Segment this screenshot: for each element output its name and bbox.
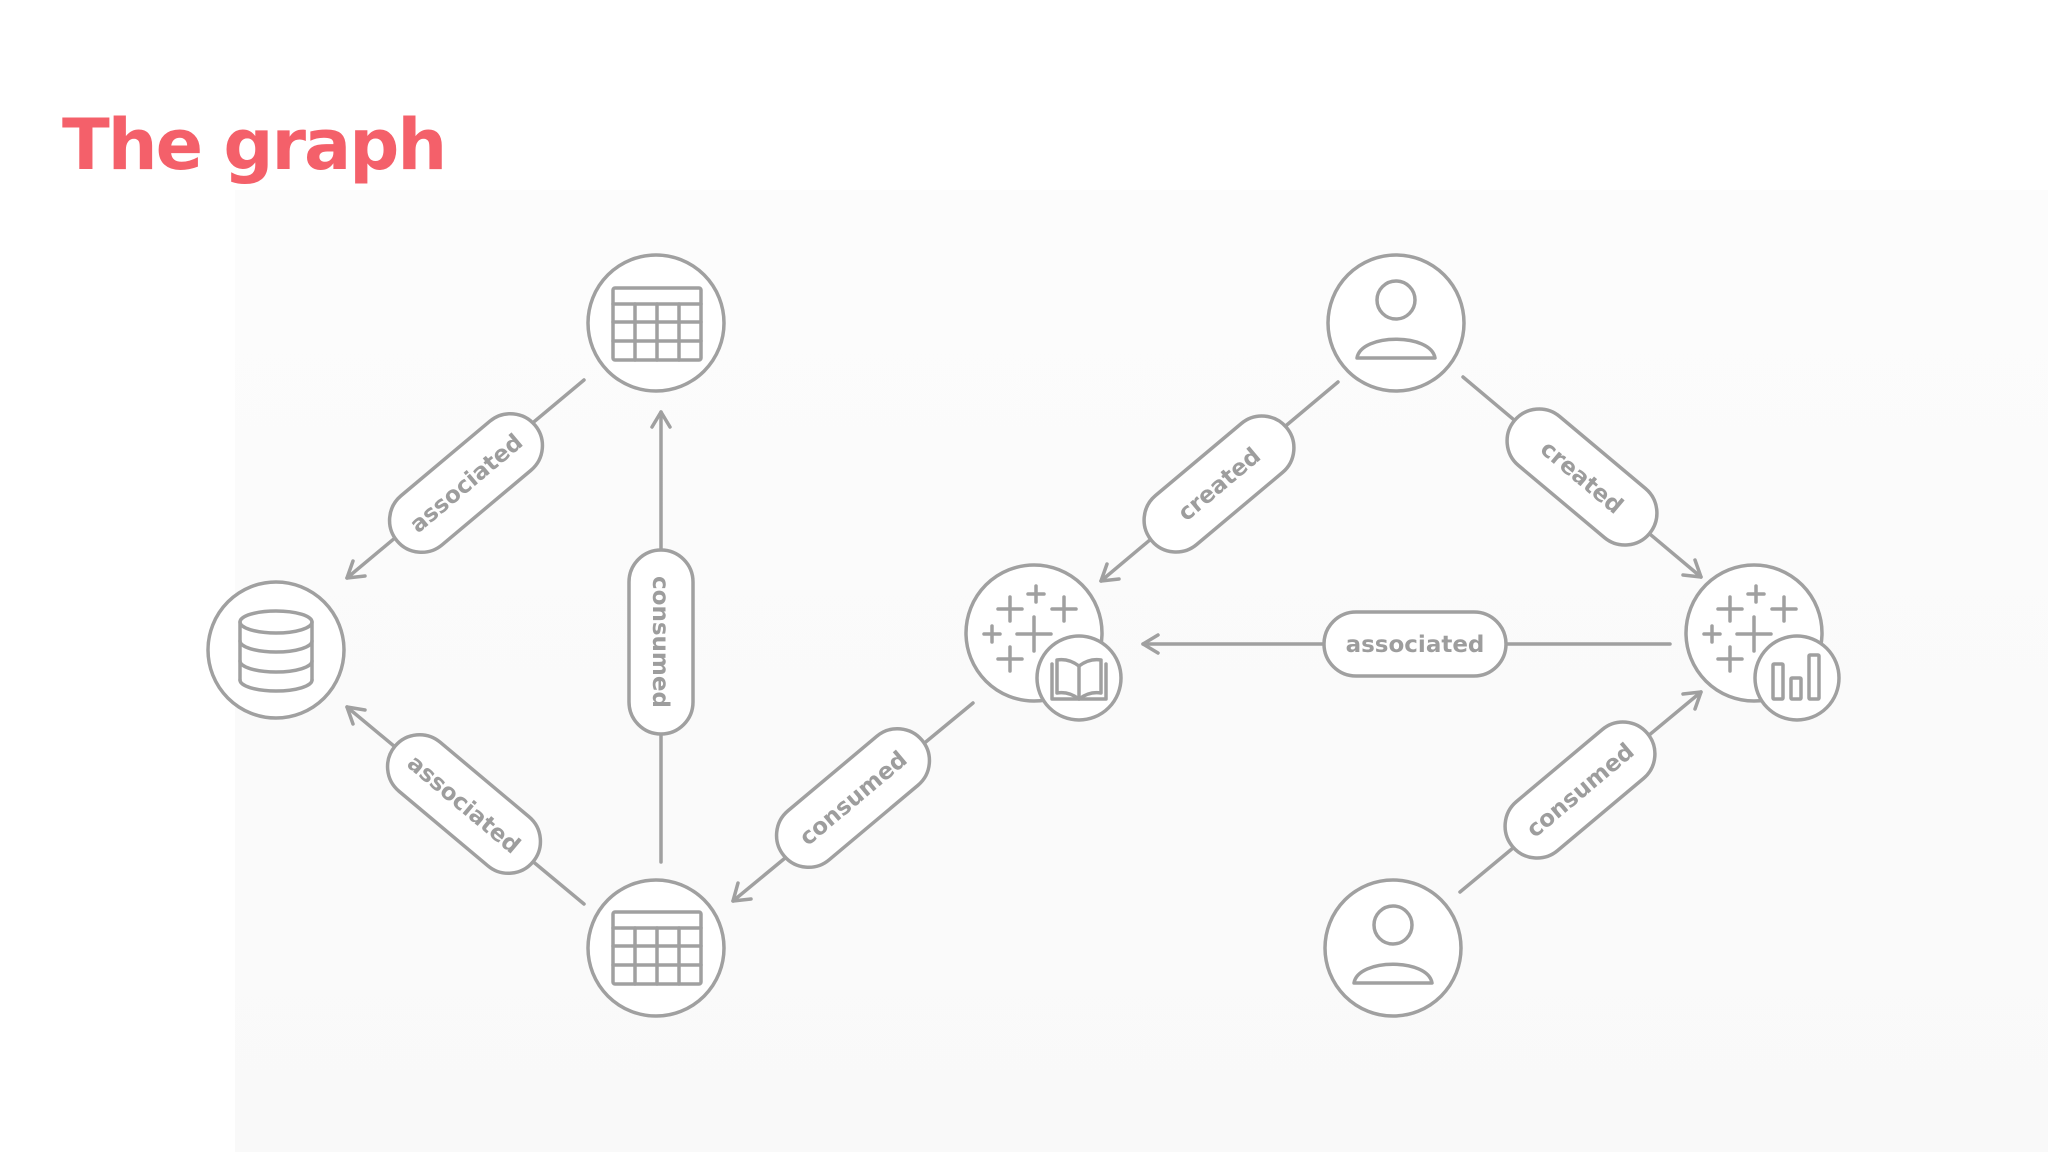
edge-label-pill: created <box>1505 407 1659 547</box>
edge-label-pill: associated <box>1322 610 1508 678</box>
bar-chart-icon <box>1771 653 1821 701</box>
tableau-logo-icon <box>1702 584 1798 673</box>
edge-label-pill: consumed <box>627 548 695 736</box>
node-dashboard <box>1684 563 1841 722</box>
database-icon <box>238 609 314 693</box>
tableau-logo-icon <box>982 584 1078 673</box>
book-icon <box>1050 657 1108 701</box>
edge-label-pill: created <box>1142 414 1296 554</box>
node-database <box>206 580 346 720</box>
edge-label-pill: associated <box>387 411 545 555</box>
node-user-top <box>1326 253 1466 393</box>
node-table-bottom <box>586 878 726 1018</box>
node-table-top <box>586 253 726 393</box>
edge-label-pill: consumed <box>1503 720 1657 860</box>
page-title: The graph <box>62 104 447 186</box>
user-icon <box>1352 904 1434 985</box>
edge-label: associated <box>1346 632 1485 658</box>
node-workbook <box>964 563 1123 722</box>
node-user-bottom <box>1323 878 1463 1018</box>
edge-label-pill: associated <box>385 732 543 876</box>
edge-label: consumed <box>647 576 673 708</box>
edge-label-pill: consumed <box>774 726 932 870</box>
table-icon <box>611 286 703 362</box>
table-icon <box>611 910 703 986</box>
user-icon <box>1355 279 1437 360</box>
